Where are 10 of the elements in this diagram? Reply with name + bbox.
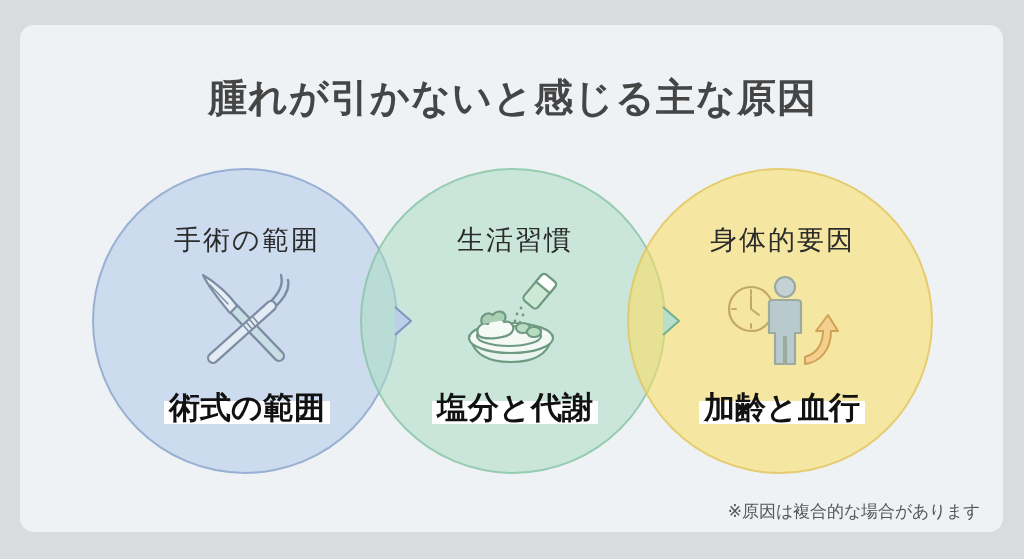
title: 腫れが引かないと感じる主な原因 — [207, 74, 817, 122]
highlighted-label: 加齢と血行 — [699, 390, 865, 426]
category-heading: 生活習慣 — [457, 223, 573, 257]
highlighted-label: 術式の範囲 — [164, 390, 330, 426]
footnote: ※原因は複合的な場合があります — [727, 500, 980, 522]
arrow — [661, 305, 681, 337]
highlighted-label: 塩分と代謝 — [432, 390, 598, 426]
category-heading: 身体的要因 — [709, 223, 855, 257]
arrow — [393, 305, 413, 337]
category-heading: 手術の範囲 — [174, 223, 320, 257]
